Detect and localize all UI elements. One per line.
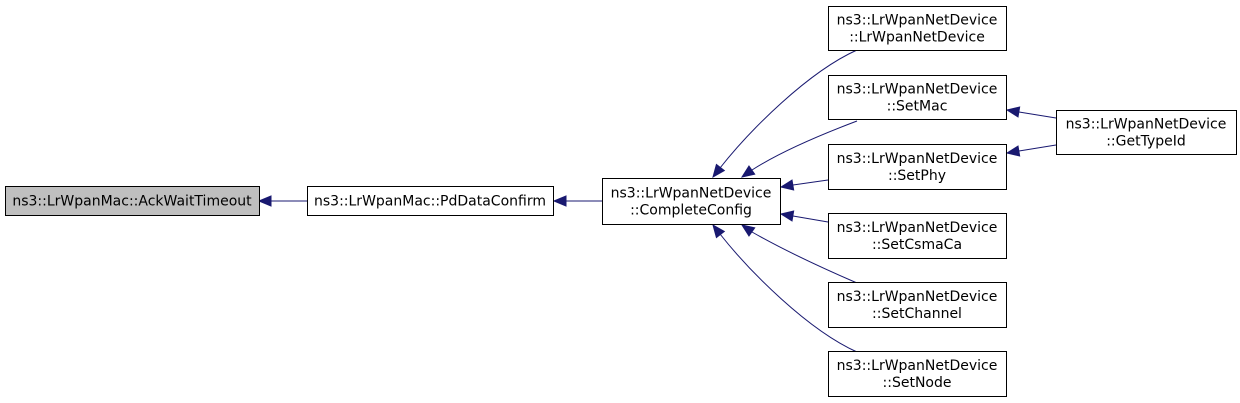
edge-setnode-to-complete — [712, 223, 858, 353]
edge-setchannel-to-complete — [740, 224, 858, 284]
node-complete[interactable]: ns3::LrWpanNetDevice::CompleteConfig — [602, 178, 781, 225]
edges-layer — [257, 49, 1057, 353]
node-box — [828, 213, 1007, 259]
node-box — [828, 282, 1007, 328]
edge-line — [792, 179, 829, 186]
edge-setcsma-to-complete — [779, 210, 829, 223]
node-box — [602, 178, 781, 225]
node-label-line: ::GetTypeId — [1106, 134, 1186, 150]
edge-setphy-to-complete — [779, 179, 829, 191]
node-box — [307, 186, 554, 216]
arrowhead — [779, 179, 795, 191]
node-label-line: ::CompleteConfig — [630, 203, 752, 219]
edge-line — [751, 231, 858, 284]
edge-line — [792, 215, 829, 223]
node-setcsma[interactable]: ns3::LrWpanNetDevice::SetCsmaCa — [828, 213, 1007, 259]
node-label-line: ::SetCsmaCa — [872, 237, 962, 253]
edge-pddata-to-ackwait — [257, 195, 307, 207]
node-label-line: ::LrWpanNetDevice — [849, 30, 985, 46]
edge-line — [1018, 144, 1057, 152]
node-setnode[interactable]: ns3::LrWpanNetDevice::SetNode — [828, 351, 1007, 397]
arrowhead — [552, 195, 567, 207]
edge-gettypeid-to-setmac — [1005, 106, 1057, 119]
node-label-line: ns3::LrWpanNetDevice — [1066, 117, 1227, 133]
node-label-line: ns3::LrWpanNetDevice — [837, 289, 998, 305]
node-box — [828, 6, 1007, 51]
node-label-line: ::SetMac — [887, 99, 948, 115]
arrowhead — [779, 210, 795, 222]
edge-gettypeid-to-setphy — [1005, 144, 1057, 157]
arrowhead — [1005, 145, 1021, 157]
node-label-line: ns3::LrWpanNetDevice — [837, 82, 998, 98]
edge-line — [751, 120, 858, 171]
node-ackwait[interactable]: ns3::LrWpanMac::AckWaitTimeout — [5, 186, 260, 216]
node-box — [1056, 110, 1237, 155]
arrowhead — [1005, 106, 1021, 118]
edge-line — [719, 233, 858, 353]
edge-complete-to-pddata — [552, 195, 602, 207]
node-box — [828, 75, 1007, 120]
edge-setmac-to-complete — [740, 120, 858, 178]
node-label-line: ::SetPhy — [888, 168, 946, 184]
node-label-line: ns3::LrWpanNetDevice — [837, 220, 998, 236]
arrowhead — [740, 165, 756, 178]
node-pddata[interactable]: ns3::LrWpanMac::PdDataConfirm — [307, 186, 554, 216]
edge-ctor-to-complete — [712, 49, 858, 179]
node-label-line: ::SetChannel — [872, 306, 962, 322]
node-setmac[interactable]: ns3::LrWpanNetDevice::SetMac — [828, 75, 1007, 120]
node-box — [828, 351, 1007, 397]
node-label-line: ns3::LrWpanNetDevice — [837, 151, 998, 167]
node-ctor[interactable]: ns3::LrWpanNetDevice::LrWpanNetDevice — [828, 6, 1007, 51]
node-label-line: ns3::LrWpanMac::AckWaitTimeout — [12, 194, 252, 210]
arrowhead — [257, 195, 272, 207]
arrowhead — [740, 224, 756, 237]
node-box — [5, 186, 260, 216]
node-setphy[interactable]: ns3::LrWpanNetDevice::SetPhy — [828, 144, 1007, 190]
node-label-line: ns3::LrWpanNetDevice — [837, 358, 998, 374]
node-label-line: ns3::LrWpanNetDevice — [837, 13, 998, 29]
node-gettypeid[interactable]: ns3::LrWpanNetDevice::GetTypeId — [1056, 110, 1237, 155]
arrowhead — [712, 223, 726, 239]
node-box — [828, 144, 1007, 190]
node-label-line: ns3::LrWpanNetDevice — [611, 186, 772, 202]
edge-line — [719, 49, 858, 169]
node-label-line: ::SetNode — [883, 375, 952, 391]
node-setchannel[interactable]: ns3::LrWpanNetDevice::SetChannel — [828, 282, 1007, 328]
arrowhead — [712, 163, 726, 179]
node-label-line: ns3::LrWpanMac::PdDataConfirm — [314, 194, 546, 210]
edge-line — [1018, 111, 1057, 119]
